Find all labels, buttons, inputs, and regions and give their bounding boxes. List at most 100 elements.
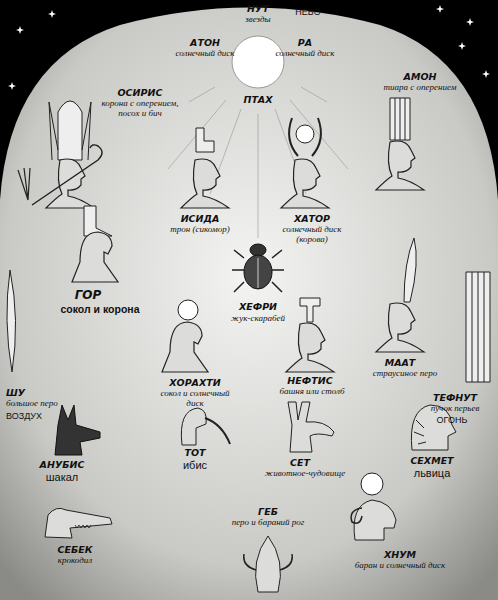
feather-horn [256, 536, 281, 592]
head [281, 159, 329, 208]
throne-glyph [196, 128, 214, 152]
attribute-note: солнечный диск [270, 49, 340, 59]
attribute-note: солнечный диск [170, 49, 240, 59]
god-name: АТОН [175, 38, 235, 48]
crook [32, 145, 102, 205]
god-name: ГОР [63, 289, 113, 302]
scarab-body [244, 255, 272, 289]
bundle-outline [466, 272, 490, 382]
head [286, 323, 334, 372]
sun-disc-small [296, 125, 314, 143]
khnum-figure [351, 473, 396, 540]
attribute-note: сокол и корона [55, 304, 145, 316]
legs [232, 250, 284, 292]
tefnut-bundle [466, 272, 490, 382]
sun-disc-small [178, 300, 198, 320]
attribute-note: сокол и солнечный диск [155, 389, 235, 409]
flail [18, 168, 30, 200]
element-name: ОГОНЬ [422, 416, 482, 426]
set-animal-head [288, 402, 334, 452]
ray [258, 114, 259, 238]
falcon-head [162, 322, 208, 372]
god-name: ИСИДА [170, 214, 230, 224]
god-name: ХЕФРИ [228, 302, 288, 312]
god-name: ХНУМ [370, 550, 430, 560]
sun-rays [168, 87, 348, 238]
god-name: НУТ [233, 4, 283, 14]
attribute-note: шакал [32, 471, 92, 483]
god-name: МААТ [370, 358, 430, 368]
god-name: АМОН [390, 72, 450, 82]
element-name: НЕБО [283, 8, 333, 18]
plumed-tiara [390, 98, 410, 140]
ram-horns [244, 554, 293, 570]
ostrich-feather [404, 238, 416, 302]
star [458, 42, 466, 50]
wing-split [258, 258, 259, 288]
ray [290, 100, 348, 169]
crocodile-head [45, 508, 112, 538]
stone-slab [0, 8, 498, 600]
horus-figure [72, 206, 118, 282]
horakhty-figure [162, 300, 208, 372]
mane [414, 420, 426, 444]
god-name: СЕХМЕТ [402, 456, 462, 466]
attribute-note: жук-скарабей [218, 314, 298, 324]
attribute-note: баран и солнечный диск [345, 561, 455, 571]
sun-disc [232, 36, 284, 88]
bundle-lines [472, 272, 484, 382]
god-name: АНУБИС [32, 460, 92, 470]
atef-crown [58, 101, 82, 160]
element-name: ВОЗДУХ [6, 412, 66, 422]
god-name: ХАТОР [282, 214, 342, 224]
attribute-note: солнечный диск (корова) [272, 225, 352, 245]
scarab-head [250, 244, 266, 256]
geb-symbol [244, 536, 293, 592]
attribute-note: ибис [170, 459, 220, 471]
attribute-note: башня или столб [277, 387, 347, 397]
star [482, 70, 490, 78]
god-name: НЕФТИС [280, 376, 340, 386]
shu-feather [7, 270, 16, 372]
god-name: ШУ [6, 388, 46, 398]
ray [189, 87, 215, 102]
ray [301, 87, 327, 102]
nephthys-figure [286, 298, 334, 372]
attribute-note: перо и бараний рог [218, 518, 318, 528]
thoth-figure [181, 408, 230, 445]
isis-figure [181, 128, 229, 208]
crown-feathers [49, 102, 91, 160]
attribute-note: трон (сикомор) [160, 225, 240, 235]
attribute-note: пучок перьев [420, 404, 490, 414]
ibis-head [181, 408, 206, 445]
teeth [75, 525, 91, 528]
god-name: ХОРАХТИ [160, 378, 230, 388]
god-name: РА [275, 38, 335, 48]
attribute-note: крокодил [45, 556, 105, 566]
horns [289, 118, 321, 156]
god-name: ОСИРИС [110, 88, 170, 98]
head [46, 159, 94, 208]
god-name: ТЕФНУТ [420, 393, 490, 403]
ibis-beak [205, 418, 230, 444]
god-name: ТОТ [170, 448, 220, 458]
falcon-head [72, 232, 118, 282]
attribute-note: звезды [233, 15, 283, 25]
scarab [232, 244, 284, 292]
attribute-note: львица [402, 467, 462, 479]
star [8, 82, 16, 90]
ray [168, 100, 226, 169]
attribute-note: корона с оперением, посох и бич [95, 99, 185, 119]
star [436, 5, 444, 13]
attribute-note: большое перо [6, 399, 86, 409]
amon-figure [376, 98, 424, 190]
attribute-note: тиара с оперением [380, 83, 460, 93]
head [376, 141, 424, 190]
star [16, 26, 24, 34]
head [376, 303, 424, 352]
osiris-figure [18, 101, 102, 208]
jackal-head [55, 405, 100, 455]
